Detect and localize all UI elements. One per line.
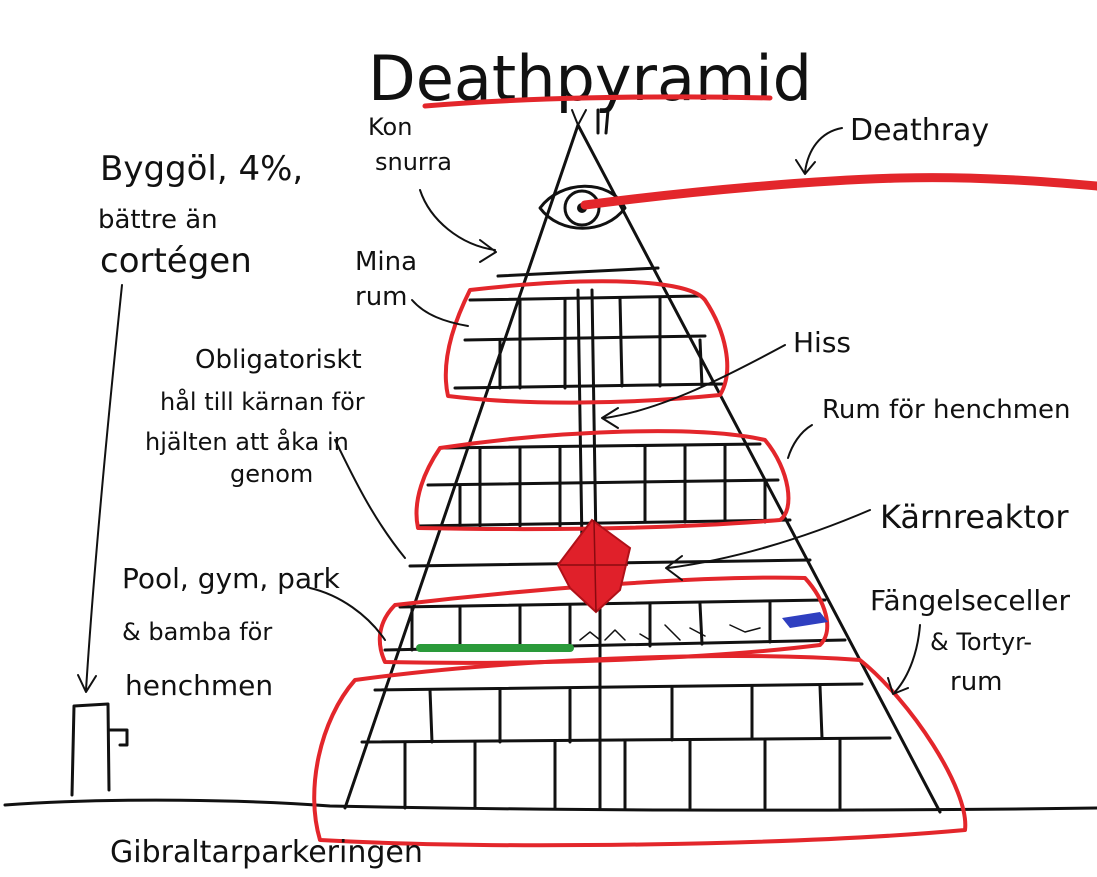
line-pool [309,587,386,641]
label-gibraltar: Gibraltarparkeringen [110,835,423,870]
label-fange-3: rum [950,667,1003,697]
label-deathray: Deathray [850,113,989,148]
label-pool-1: Pool, gym, park [122,562,341,595]
cortege-building [70,702,129,797]
label-oblig-2: hål till kärnan för [160,387,365,416]
label-kon: Kon [368,113,412,141]
label-rum-henchmen: Rum för henchmen [822,395,1071,425]
title-underline [422,94,773,109]
line-rum-henchmen [787,424,813,459]
label-pool-3: henchmen [125,669,273,702]
label-bygg-2: bättre än [98,205,218,235]
arrow-fange [887,624,921,695]
label-oblig-3: hjälten att åka in [145,427,349,456]
line-mina-rum [411,299,469,327]
label-snurra: snurra [375,148,452,176]
blue-cell [782,612,828,628]
reactor-core [556,518,632,614]
line-oblig [334,439,406,559]
pyramid-floors [360,294,892,744]
label-bygg-3: cortégen [100,241,252,281]
prison-sketch [579,624,761,641]
label-karnreaktor: Kärnreaktor [880,498,1069,536]
elevator-shaft [576,288,602,810]
arrow-hiss [601,344,786,429]
label-hiss: Hiss [793,326,851,359]
label-oblig-4: genom [230,460,313,488]
arrow-bygg [77,284,123,693]
label-fange-1: Fängelseceller [870,584,1070,617]
label-fange-2: & Tortyr- [930,628,1032,656]
label-mina-1: Mina [355,247,417,277]
label-bygg-1: Byggöl, 4%, [100,149,303,189]
room-walls [403,296,842,810]
label-pool-2: & bamba för [122,618,272,646]
pyramid-outline [343,108,942,814]
label-oblig-1: Obligatoriskt [195,345,362,375]
label-mina-2: rum [355,282,408,312]
arrow-kon [419,189,497,263]
arrow-deathray [795,127,843,175]
deathray-beam [580,173,1097,210]
arrow-karnreaktor [665,509,871,581]
